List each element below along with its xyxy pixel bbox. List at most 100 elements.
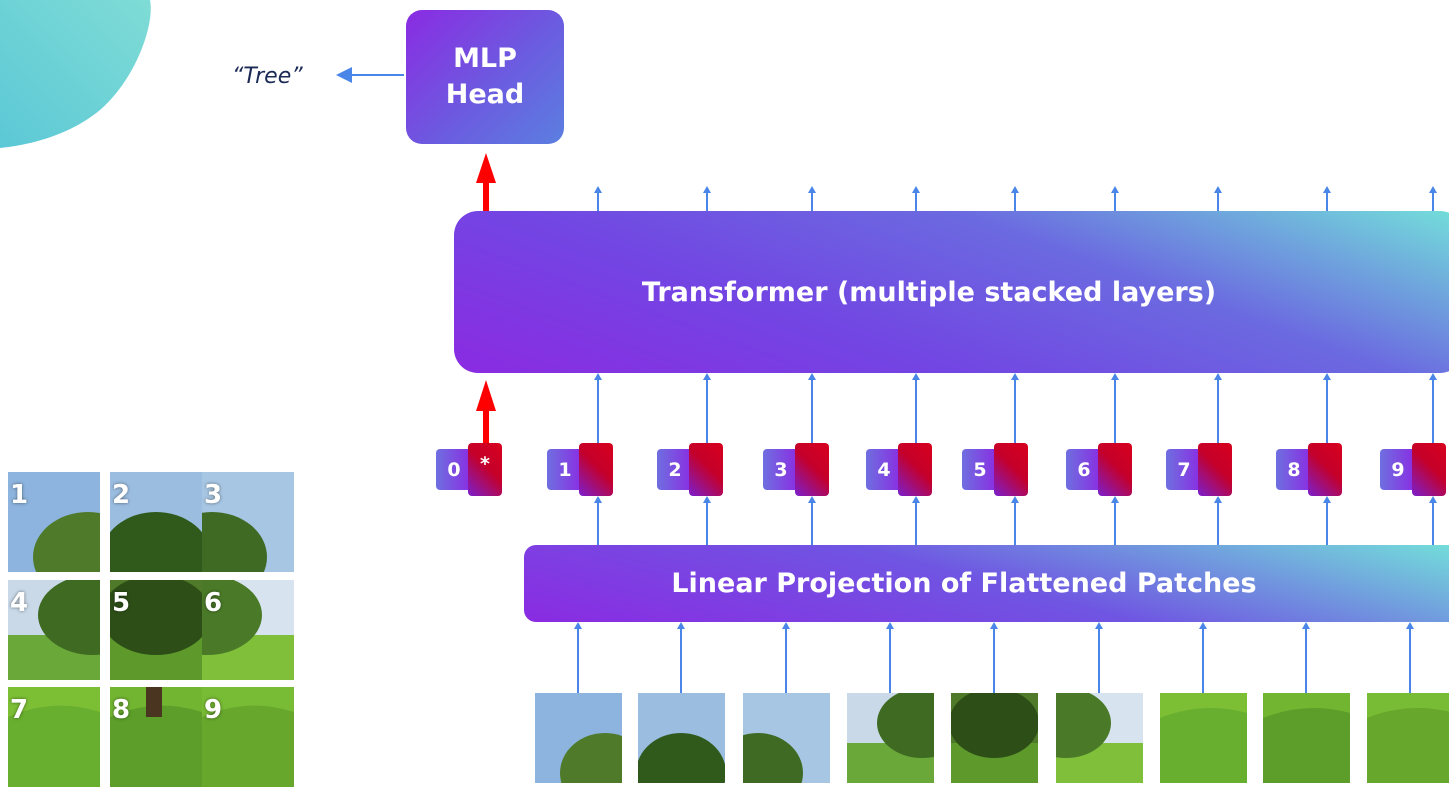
patch-to-projection-arrow-head xyxy=(574,622,582,629)
token-1: 1 xyxy=(547,443,617,496)
patch-to-projection-arrow-head xyxy=(990,622,998,629)
image-patch-4: 4 xyxy=(8,580,100,680)
patch-to-projection-arrow-head xyxy=(1199,622,1207,629)
projection-to-token-arrow-head xyxy=(912,496,920,503)
position-embedding-label: 0 xyxy=(436,449,472,490)
image-patch-1: 1 xyxy=(8,472,100,572)
patch-number-label: 4 xyxy=(10,588,29,618)
transformer-output-arrow-head xyxy=(1214,186,1222,193)
position-embedding-label: 5 xyxy=(962,449,998,490)
flattened-patch-6 xyxy=(1056,693,1143,783)
transformer-output-arrow-head xyxy=(1011,186,1019,193)
token-to-transformer-arrow-head xyxy=(1214,373,1222,380)
position-embedding-label: 6 xyxy=(1066,449,1102,490)
transformer-output-arrow-head xyxy=(1111,186,1119,193)
image-patch-grid: 1 2 3 4 5 6 7 xyxy=(8,472,308,787)
patch-embedding xyxy=(689,443,723,496)
projection-to-token-arrow-head xyxy=(1214,496,1222,503)
patch-number-label: 2 xyxy=(112,480,131,510)
patch-embedding xyxy=(898,443,932,496)
transformer-label: Transformer (multiple stacked layers) xyxy=(641,276,1217,308)
mlp-head-line1: MLP xyxy=(453,43,517,74)
projection-to-token-arrow-head xyxy=(1111,496,1119,503)
image-patch-6: 6 xyxy=(202,580,294,680)
transformer-block: Transformer (multiple stacked layers) xyxy=(454,211,1449,373)
projection-to-token-arrow-head xyxy=(703,496,711,503)
patch-to-projection-arrow-head xyxy=(1095,622,1103,629)
patch-to-projection-arrow-head xyxy=(677,622,685,629)
position-embedding-label: 4 xyxy=(866,449,902,490)
linear-projection-block: Linear Projection of Flattened Patches xyxy=(524,545,1449,622)
flattened-patch-3 xyxy=(743,693,830,783)
projection-to-token-arrow-head xyxy=(1011,496,1019,503)
image-patch-3: 3 xyxy=(202,472,294,572)
patch-number-label: 1 xyxy=(10,480,29,510)
transformer-output-arrow-head xyxy=(594,186,602,193)
patch-embedding xyxy=(1308,443,1342,496)
flattened-patch-9 xyxy=(1367,693,1449,783)
image-patch-7: 7 xyxy=(8,687,100,787)
token-to-transformer-arrow-head xyxy=(912,373,920,380)
token-7: 7 xyxy=(1166,443,1236,496)
token-8: 8 xyxy=(1276,443,1346,496)
token-to-transformer-arrow-head xyxy=(703,373,711,380)
position-embedding-label: 1 xyxy=(547,449,583,490)
token-to-transformer-arrow-head xyxy=(1323,373,1331,380)
flattened-patch-1 xyxy=(535,693,622,783)
transformer-output-arrow-head xyxy=(912,186,920,193)
position-embedding-label: 2 xyxy=(657,449,693,490)
projection-to-token-arrow-head xyxy=(594,496,602,503)
mlp-head-box: MLP Head xyxy=(406,10,564,144)
image-patch-2: 2 xyxy=(110,472,202,572)
transformer-output-arrow-head xyxy=(1429,186,1437,193)
linear-projection-label: Linear Projection of Flattened Patches xyxy=(671,568,1257,599)
patch-embedding xyxy=(1412,443,1446,496)
transformer-output-arrow-head xyxy=(1323,186,1331,193)
patch-embedding xyxy=(795,443,829,496)
patch-to-projection-arrow-head xyxy=(1302,622,1310,629)
patch-number-label: 9 xyxy=(204,695,223,725)
flattened-patch-7 xyxy=(1160,693,1247,783)
token-9: 9 xyxy=(1380,443,1449,496)
token-to-transformer-arrow-head xyxy=(1011,373,1019,380)
token-to-transformer-arrow-head xyxy=(1429,373,1437,380)
patch-to-projection-arrow-head xyxy=(886,622,894,629)
projection-to-token-arrow-head xyxy=(808,496,816,503)
output-label: “Tree” xyxy=(232,64,303,89)
patch-embedding xyxy=(1098,443,1132,496)
patch-embedding: * xyxy=(468,443,502,496)
cls-red-arrows xyxy=(476,153,496,444)
patch-embedding xyxy=(579,443,613,496)
patch-embedding xyxy=(994,443,1028,496)
image-patch-8: 8 xyxy=(110,687,202,787)
patch-number-label: 7 xyxy=(10,695,29,725)
projection-to-token-arrow-head xyxy=(1323,496,1331,503)
position-embedding-label: 7 xyxy=(1166,449,1202,490)
mlp-head-line2: Head xyxy=(445,79,525,110)
token-0: 0* xyxy=(436,443,506,496)
position-embedding-label: 3 xyxy=(763,449,799,490)
flattened-patch-2 xyxy=(638,693,725,783)
patch-number-label: 5 xyxy=(112,588,131,618)
patch-number-label: 8 xyxy=(112,695,131,725)
token-to-transformer-arrow-head xyxy=(808,373,816,380)
flattened-patch-8 xyxy=(1263,693,1350,783)
patch-to-projection-arrow-head xyxy=(1406,622,1414,629)
image-patch-9: 9 xyxy=(202,687,294,787)
flattened-patch-4 xyxy=(847,693,934,783)
decorative-blob xyxy=(0,0,151,148)
token-4: 4 xyxy=(866,443,936,496)
patch-embedding xyxy=(1198,443,1232,496)
token-to-transformer-arrow-head xyxy=(1111,373,1119,380)
transformer-output-arrow-head xyxy=(808,186,816,193)
patch-to-projection-arrow-head xyxy=(782,622,790,629)
token-to-transformer-arrow-head xyxy=(594,373,602,380)
token-5: 5 xyxy=(962,443,1032,496)
flattened-patch-5 xyxy=(951,693,1038,783)
image-patch-5: 5 xyxy=(110,580,202,680)
position-embedding-label: 9 xyxy=(1380,449,1416,490)
patch-number-label: 6 xyxy=(204,588,223,618)
patch-number-label: 3 xyxy=(204,480,223,510)
token-6: 6 xyxy=(1066,443,1136,496)
